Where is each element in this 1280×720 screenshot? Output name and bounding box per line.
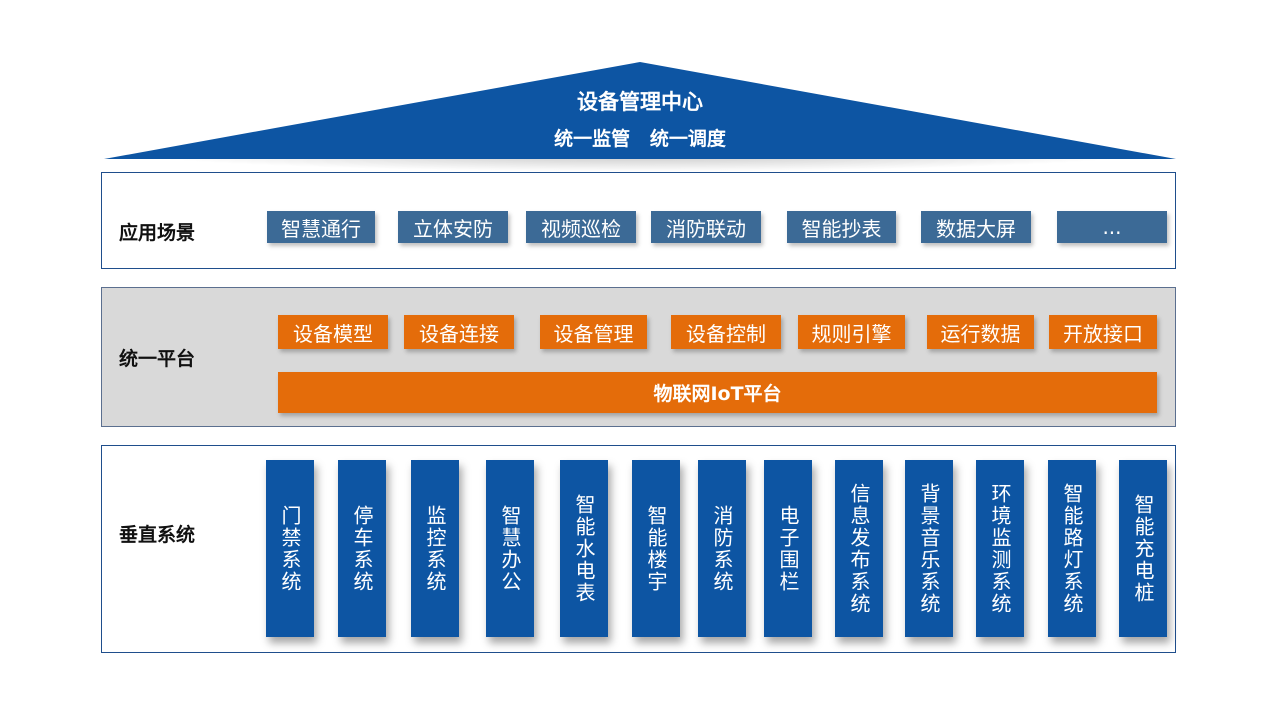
vertical-system-label: 停车系统 — [350, 504, 374, 593]
platform-layer-label: 统一平台 — [119, 348, 196, 370]
vertical-system-item: 停车系统 — [338, 460, 386, 637]
vertical-system-item: 智能路灯系统 — [1048, 460, 1096, 637]
app-item: 智慧通行 — [267, 211, 375, 243]
vertical-system-label: 门禁系统 — [278, 504, 302, 593]
vertical-system-label: 消防系统 — [710, 504, 734, 593]
platform-item: 设备控制 — [671, 315, 781, 349]
vertical-system-item: 监控系统 — [411, 460, 459, 637]
vertical-system-label: 环境监测系统 — [988, 482, 1012, 615]
platform-item: 设备管理 — [540, 315, 647, 349]
vertical-system-item: 背景音乐系统 — [905, 460, 953, 637]
app-item: 消防联动 — [651, 211, 761, 243]
platform-item: 运行数据 — [927, 315, 1034, 349]
app-item: 智能抄表 — [787, 211, 896, 243]
vertical-system-label: 智能水电表 — [572, 493, 596, 604]
app-item: 视频巡检 — [526, 211, 636, 243]
vertical-system-item: 智慧办公 — [486, 460, 534, 637]
vertical-system-item: 智能水电表 — [560, 460, 608, 637]
application-layer: 应用场景 智慧通行 立体安防 视频巡检 消防联动 智能抄表 数据大屏 ... — [101, 172, 1176, 269]
app-item: 立体安防 — [398, 211, 508, 243]
platform-item: 设备连接 — [404, 315, 514, 349]
roof-subtitle: 统一监管 统一调度 — [554, 128, 726, 150]
vertical-system-label: 监控系统 — [423, 504, 447, 593]
platform-item: 规则引擎 — [798, 315, 905, 349]
app-item: 数据大屏 — [921, 211, 1031, 243]
vertical-system-item: 环境监测系统 — [976, 460, 1024, 637]
application-layer-label: 应用场景 — [119, 222, 196, 244]
vertical-system-label: 信息发布系统 — [847, 482, 871, 615]
vertical-system-label: 背景音乐系统 — [917, 482, 941, 615]
vertical-system-item: 信息发布系统 — [835, 460, 883, 637]
vertical-system-item: 门禁系统 — [266, 460, 314, 637]
vertical-system-label: 电子围栏 — [776, 504, 800, 593]
vertical-systems-layer: 垂直系统 门禁系统 停车系统 监控系统 智慧办公 智能水电表 智能楼宇 消防系统… — [101, 445, 1176, 653]
vertical-system-label: 智能充电桩 — [1131, 493, 1155, 604]
vertical-system-label: 智能楼宇 — [644, 504, 668, 593]
platform-layer: 统一平台 设备模型 设备连接 设备管理 设备控制 规则引擎 运行数据 开放接口 … — [101, 287, 1176, 427]
vertical-system-item: 电子围栏 — [764, 460, 812, 637]
iot-platform-bar: 物联网IoT平台 — [278, 372, 1157, 413]
vertical-layer-label: 垂直系统 — [119, 524, 196, 546]
vertical-system-item: 智能充电桩 — [1119, 460, 1167, 637]
vertical-system-item: 智能楼宇 — [632, 460, 680, 637]
app-item-more: ... — [1057, 211, 1167, 243]
platform-item: 设备模型 — [278, 315, 388, 349]
vertical-system-item: 消防系统 — [698, 460, 746, 637]
roof-triangle — [104, 62, 1176, 160]
platform-item: 开放接口 — [1049, 315, 1157, 349]
vertical-system-label: 智能路灯系统 — [1060, 482, 1084, 615]
vertical-system-label: 智慧办公 — [498, 504, 522, 593]
roof-title: 设备管理中心 — [577, 90, 703, 114]
